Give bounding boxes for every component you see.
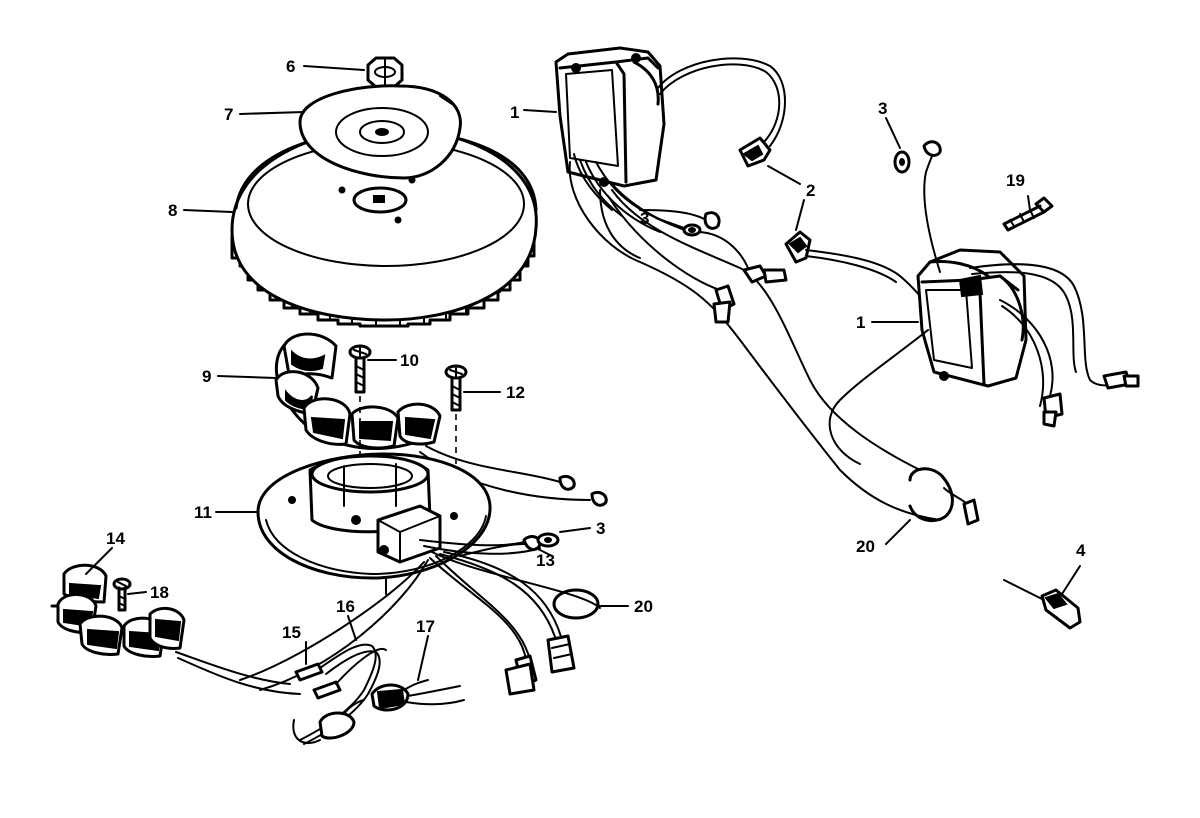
switch-box-lower <box>828 145 1140 465</box>
o-ring-small <box>552 588 600 620</box>
callout-6: 6 <box>286 57 295 76</box>
callout-14: 14 <box>106 529 125 548</box>
wire-clamp-20 <box>908 467 980 526</box>
callout-labels: 6 7 8 9 10 12 11 14 18 15 16 17 13 3 20 … <box>106 57 1086 642</box>
callout-8: 8 <box>168 201 177 220</box>
callout-9: 9 <box>202 367 211 386</box>
switch-box-upper <box>554 46 941 521</box>
ground-terminal-upper <box>639 209 721 237</box>
callout-7: 7 <box>224 105 233 124</box>
callout-3-middle: 3 <box>640 209 649 228</box>
stator-screw-10 <box>348 344 372 394</box>
stator-wiring-harness <box>239 539 601 696</box>
callout-17: 17 <box>416 617 435 636</box>
spark-plug-boot-lower <box>784 230 931 311</box>
callout-20-large: 20 <box>856 537 875 556</box>
callout-3-right: 3 <box>878 99 887 118</box>
wire-loop-16 <box>292 643 387 745</box>
callout-10: 10 <box>400 351 419 370</box>
charge-coil-screw-18 <box>112 577 132 612</box>
stator-coil-assembly <box>274 332 608 507</box>
callout-15: 15 <box>282 623 301 642</box>
callout-13: 13 <box>536 551 555 570</box>
callout-3-lower: 3 <box>596 519 605 538</box>
stator-screw-12 <box>444 364 468 412</box>
leader-lines <box>85 65 1081 681</box>
ground-terminal <box>459 532 560 557</box>
rectifier-17 <box>343 679 465 715</box>
callout-12: 12 <box>506 383 525 402</box>
callout-18: 18 <box>150 583 169 602</box>
screw-19 <box>1002 196 1054 232</box>
flywheel <box>230 126 538 328</box>
ground-terminal-right <box>893 140 942 174</box>
callout-2: 2 <box>806 181 815 200</box>
flywheel-cup-washer <box>298 84 462 180</box>
callout-19: 19 <box>1006 171 1025 190</box>
callout-11: 11 <box>194 503 212 522</box>
callout-20-small: 20 <box>634 597 653 616</box>
charge-coil-assembly <box>50 563 301 695</box>
flywheel-nut <box>366 56 404 89</box>
callout-1-lower: 1 <box>856 313 865 332</box>
callout-16: 16 <box>336 597 355 616</box>
callout-1-upper: 1 <box>510 103 519 122</box>
bullet-connector-15 <box>294 662 342 700</box>
callout-4: 4 <box>1076 541 1086 560</box>
temperature-switch-4 <box>1003 579 1082 630</box>
